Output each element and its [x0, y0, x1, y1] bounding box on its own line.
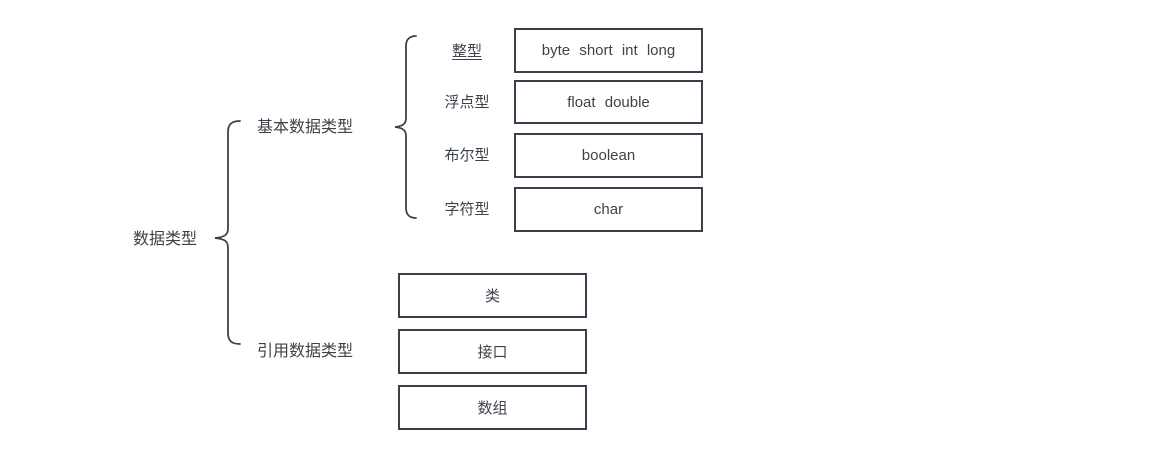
primitive-brace	[394, 35, 417, 219]
type-box-char: char	[514, 187, 703, 232]
type-box-interface: 接口	[398, 329, 587, 374]
branch-label-primitive-types: 基本数据类型	[257, 119, 354, 136]
leaf-label-boolean-type: 布尔型	[444, 147, 490, 164]
type-box-class: 类	[398, 273, 587, 318]
root-brace	[214, 120, 241, 345]
type-box-integer: byte short int long	[514, 28, 703, 73]
branch-label-reference-types: 引用数据类型	[257, 343, 354, 360]
type-box-array: 数组	[398, 385, 587, 430]
leaf-label-float-type: 浮点型	[444, 94, 490, 111]
root-node-label: 数据类型	[133, 231, 198, 248]
type-box-boolean: boolean	[514, 133, 703, 178]
leaf-label-integer-type: 整型	[451, 43, 482, 60]
leaf-label-char-type: 字符型	[444, 201, 490, 218]
type-box-float: float double	[514, 80, 703, 124]
